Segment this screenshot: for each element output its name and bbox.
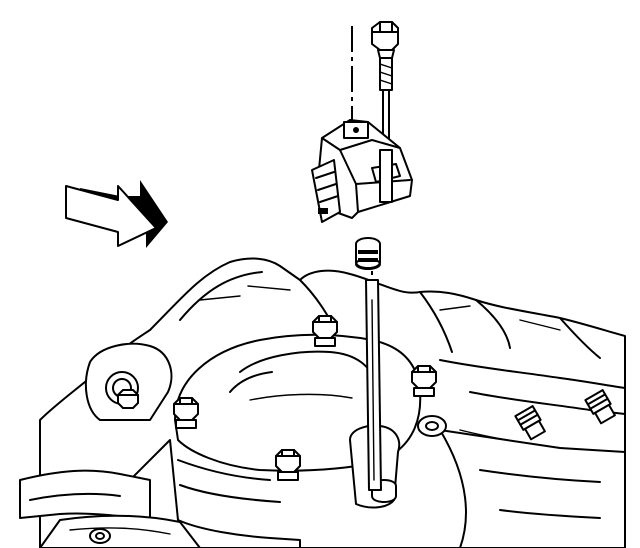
bolt-icon [411, 365, 437, 397]
connector-icon [311, 159, 341, 223]
stud-icon [514, 405, 546, 441]
bolt-icon [312, 315, 338, 347]
bolt-icon [275, 449, 301, 481]
bolt-icon [117, 389, 139, 409]
bolt-icon [371, 21, 399, 91]
sensor-module [311, 119, 413, 223]
grommet-icon [355, 237, 381, 270]
bolt-icon [89, 528, 111, 544]
bolt-icon [173, 397, 199, 429]
intake-manifold [19, 257, 626, 548]
bolt-icon [417, 415, 447, 437]
direction-arrow-icon [65, 180, 168, 248]
manifold-bolts [89, 315, 616, 544]
stud-icon [584, 389, 616, 425]
